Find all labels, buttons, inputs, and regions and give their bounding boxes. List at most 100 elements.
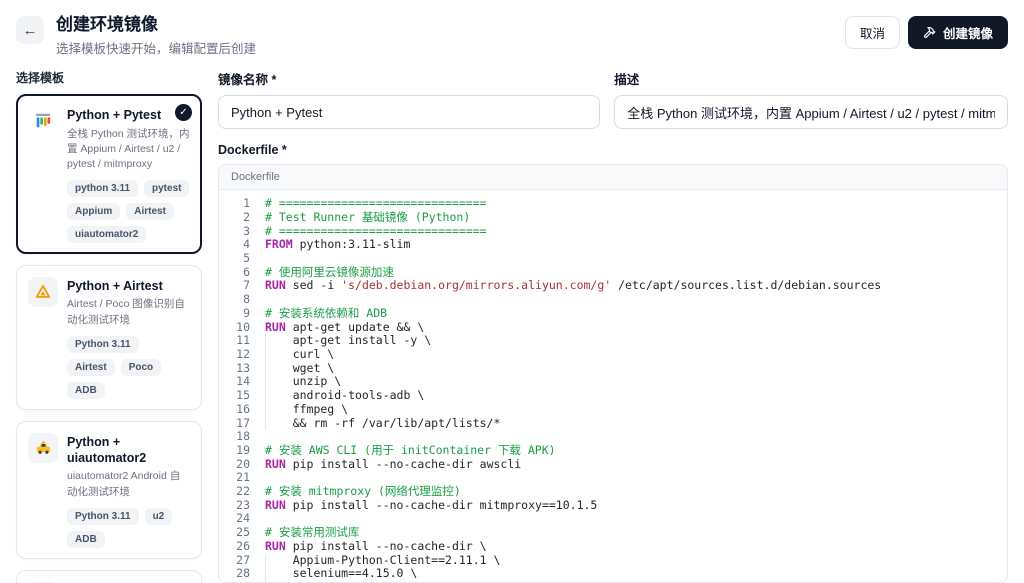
tag-badge: Python 3.11 bbox=[67, 507, 139, 525]
line-number: 2 bbox=[243, 209, 250, 224]
line-content: RUN sed -i 's/deb.debian.org/mirrors.ali… bbox=[265, 278, 882, 293]
airtest-logo-icon bbox=[28, 277, 58, 308]
line-content: apt-get install -y \ bbox=[265, 333, 431, 348]
code-line: 1# ============================== bbox=[219, 196, 1007, 211]
image-name-field-group: 镜像名称 * bbox=[218, 69, 601, 130]
code-line: 17 && rm -rf /var/lib/apt/lists/* bbox=[219, 415, 1007, 431]
line-number: 7 bbox=[243, 278, 250, 293]
line-content: selenium==4.15.0 \ bbox=[265, 566, 417, 581]
line-content: ffmpeg \ bbox=[265, 402, 348, 417]
tag-badge: ADB bbox=[67, 530, 105, 548]
line-number: 18 bbox=[236, 429, 250, 444]
code-line: 21 bbox=[219, 471, 1007, 485]
code-line: 23 RUN pip install --no-cache-dir mitmpro… bbox=[219, 497, 1007, 513]
tag-badge: Python 3.11 bbox=[67, 335, 139, 353]
template-card-2[interactable]: Python + uiautomator2 uiautomator2 Androi… bbox=[16, 420, 202, 559]
line-content: FROM python:3.11-slim bbox=[265, 237, 411, 252]
code-line: 27 Appium-Python-Client==2.11.1 \ bbox=[219, 552, 1007, 568]
uiautomator2-logo-icon bbox=[28, 432, 58, 463]
line-number: 29 bbox=[219, 580, 265, 582]
line-content: RUN pip install --no-cache-dir awscli bbox=[265, 456, 522, 471]
line-number: 1 bbox=[243, 196, 250, 211]
line-number: 20 bbox=[236, 456, 250, 471]
header-titles: 创建环境镜像 选择模板快速开始，编辑配置后创建 bbox=[56, 14, 256, 57]
tag-badge: Airtest bbox=[67, 358, 115, 376]
line-content: # 安装系统依赖和 ADB bbox=[265, 305, 388, 320]
line-number: 16 bbox=[236, 401, 250, 416]
template-card-3[interactable]: Python + AppiumAppium 移动端自动化，适用于 Android… bbox=[16, 569, 202, 583]
line-content: RUN pip install --no-cache-dir mitmproxy… bbox=[265, 497, 598, 512]
description-input[interactable] bbox=[614, 95, 1008, 130]
dockerfile-label: Dockerfile * bbox=[218, 143, 287, 158]
line-number: 26 bbox=[236, 538, 250, 553]
template-card-desc: Airtest / Poco 图像识别自动化测试环境 bbox=[67, 298, 185, 326]
back-button[interactable]: ← bbox=[16, 16, 44, 44]
code-line: 19 # 安装 AWS CLI (用于 initContainer 下载 APK) bbox=[219, 442, 1007, 458]
line-number: 10 bbox=[236, 319, 250, 334]
template-card-title: Python + uiautomator2 bbox=[67, 434, 147, 466]
code-line: 6 # 使用阿里云镜像源加速 bbox=[219, 264, 1007, 280]
line-content: RUN apt-get update && \ bbox=[265, 319, 425, 334]
page-subtitle: 选择模板快速开始，编辑配置后创建 bbox=[56, 42, 257, 57]
line-number: 17 bbox=[236, 415, 250, 430]
template-card-title: Python + Pytest bbox=[67, 108, 162, 123]
code-line: 26 RUN pip install --no-cache-dir \ bbox=[219, 538, 1007, 554]
code-line: 24 bbox=[219, 512, 1007, 526]
create-image-label: 创建镜像 bbox=[942, 27, 993, 41]
line-content: # Test Runner 基础镜像 (Python) bbox=[265, 209, 471, 224]
code-line: 7 RUN sed -i 's/deb.debian.org/mirrors.al… bbox=[219, 279, 1007, 293]
dockerfile-editor[interactable]: Dockerfile 1# ==========================… bbox=[218, 164, 1008, 583]
code-line: 11 apt-get install -y \ bbox=[219, 333, 1007, 348]
line-number: 19 bbox=[236, 442, 250, 457]
line-content: # 安装 AWS CLI (用于 initContainer 下载 APK) bbox=[265, 442, 556, 457]
tag-badge: python 3.11 bbox=[67, 180, 139, 198]
line-number: 3 bbox=[243, 223, 250, 238]
line-content: unzip \ bbox=[265, 375, 341, 390]
code-line: 5 bbox=[219, 251, 1007, 266]
page-title: 创建环境镜像 bbox=[56, 15, 158, 34]
line-number: 5 bbox=[243, 251, 250, 266]
line-number: 8 bbox=[243, 292, 250, 307]
page-header: ← 创建环境镜像 选择模板快速开始，编辑配置后创建 取消 创建镜像 bbox=[16, 14, 1008, 57]
dockerfile-code[interactable]: 1# ==============================2 # Test… bbox=[219, 190, 1007, 582]
template-card-desc: uiautomator2 Android 自动化测试环境 bbox=[67, 470, 181, 498]
image-name-input[interactable] bbox=[218, 95, 601, 130]
line-content: wget \ bbox=[265, 361, 334, 376]
cancel-button[interactable]: 取消 bbox=[844, 16, 900, 49]
create-image-button[interactable]: 创建镜像 bbox=[907, 16, 1008, 49]
selected-check-icon: ✓ bbox=[175, 104, 192, 122]
code-line: 28 selenium==4.15.0 \ bbox=[219, 566, 1007, 581]
code-line: 29 requests==2.31.0 \ bbox=[219, 580, 1007, 582]
line-number: 22 bbox=[236, 484, 250, 499]
line-number: 15 bbox=[236, 388, 250, 403]
line-number: 23 bbox=[236, 497, 250, 512]
code-line: 22# 安装 mitmproxy (网络代理监控) bbox=[219, 484, 1007, 499]
code-line: 10 RUN apt-get update && \ bbox=[219, 319, 1007, 335]
line-content: # 使用阿里云镜像源加速 bbox=[265, 264, 394, 279]
dockerfile-editor-header: Dockerfile bbox=[219, 165, 1007, 191]
line-number: 24 bbox=[236, 511, 250, 526]
line-number: 11 bbox=[236, 333, 250, 348]
line-number: 13 bbox=[236, 360, 250, 375]
code-line: 8 bbox=[219, 292, 1007, 307]
tag-badge: uiautomator2 bbox=[67, 226, 147, 244]
tag-badge: ADB bbox=[67, 381, 105, 399]
pytest-logo-icon bbox=[28, 106, 58, 137]
image-name-label: 镜像名称 * bbox=[218, 73, 277, 88]
line-number: 6 bbox=[243, 264, 250, 279]
line-content: # 安装常用测试库 bbox=[265, 525, 360, 540]
appium-logo-icon bbox=[28, 581, 58, 583]
line-number: 27 bbox=[236, 552, 250, 567]
description-label: 描述 bbox=[614, 73, 640, 88]
code-line: 12 curl \ bbox=[219, 347, 1007, 362]
line-number: 9 bbox=[243, 305, 250, 320]
line-content: Appium-Python-Client==2.11.1 \ bbox=[265, 553, 500, 568]
line-number: 21 bbox=[236, 470, 250, 485]
line-content: RUN pip install --no-cache-dir \ bbox=[265, 538, 487, 553]
